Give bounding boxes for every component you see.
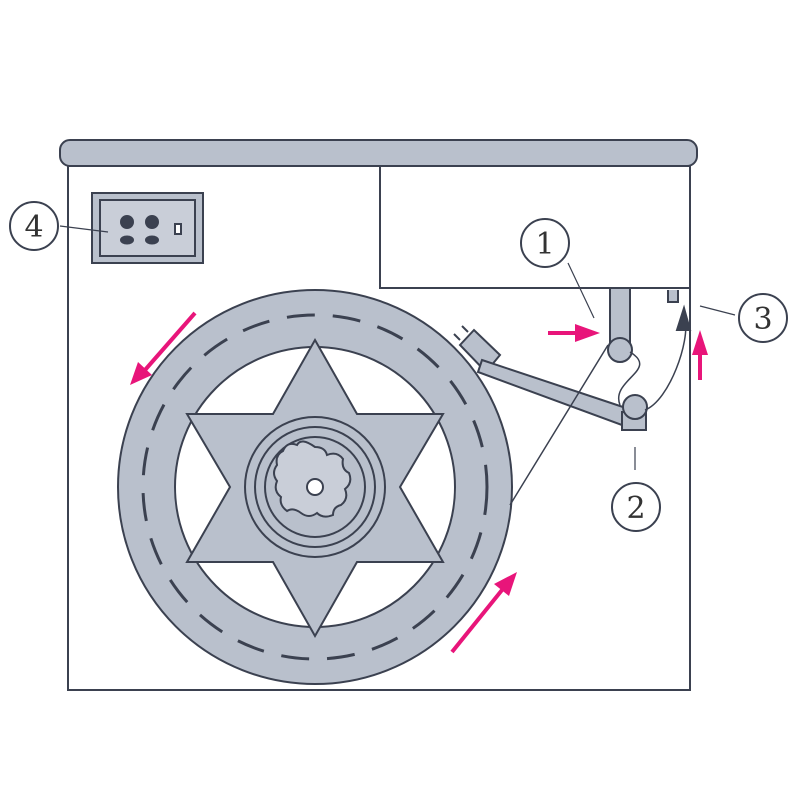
pulley-2 bbox=[622, 394, 648, 420]
wheel bbox=[117, 289, 513, 685]
lever-arm bbox=[453, 325, 648, 431]
callout-4-circle bbox=[9, 201, 59, 251]
arrow-up-right-icon bbox=[450, 572, 517, 654]
callout-1-label: 1 bbox=[535, 227, 554, 262]
arrow-down-left-icon bbox=[130, 311, 197, 385]
callout-3-label: 3 bbox=[753, 302, 772, 337]
machine-lid bbox=[59, 139, 698, 167]
arrow-up-icon bbox=[692, 330, 708, 380]
callout-4-label: 4 bbox=[24, 210, 43, 245]
arrow-right-icon bbox=[548, 324, 600, 342]
control-panel bbox=[91, 192, 204, 264]
callout-3-circle bbox=[738, 293, 788, 343]
callout-2-circle bbox=[611, 482, 661, 532]
callout-2-label: 2 bbox=[626, 491, 645, 526]
pulley-1 bbox=[607, 287, 633, 363]
upper-compartment bbox=[379, 166, 690, 289]
belt-guide-3 bbox=[667, 290, 692, 331]
callout-1-circle bbox=[520, 218, 570, 268]
